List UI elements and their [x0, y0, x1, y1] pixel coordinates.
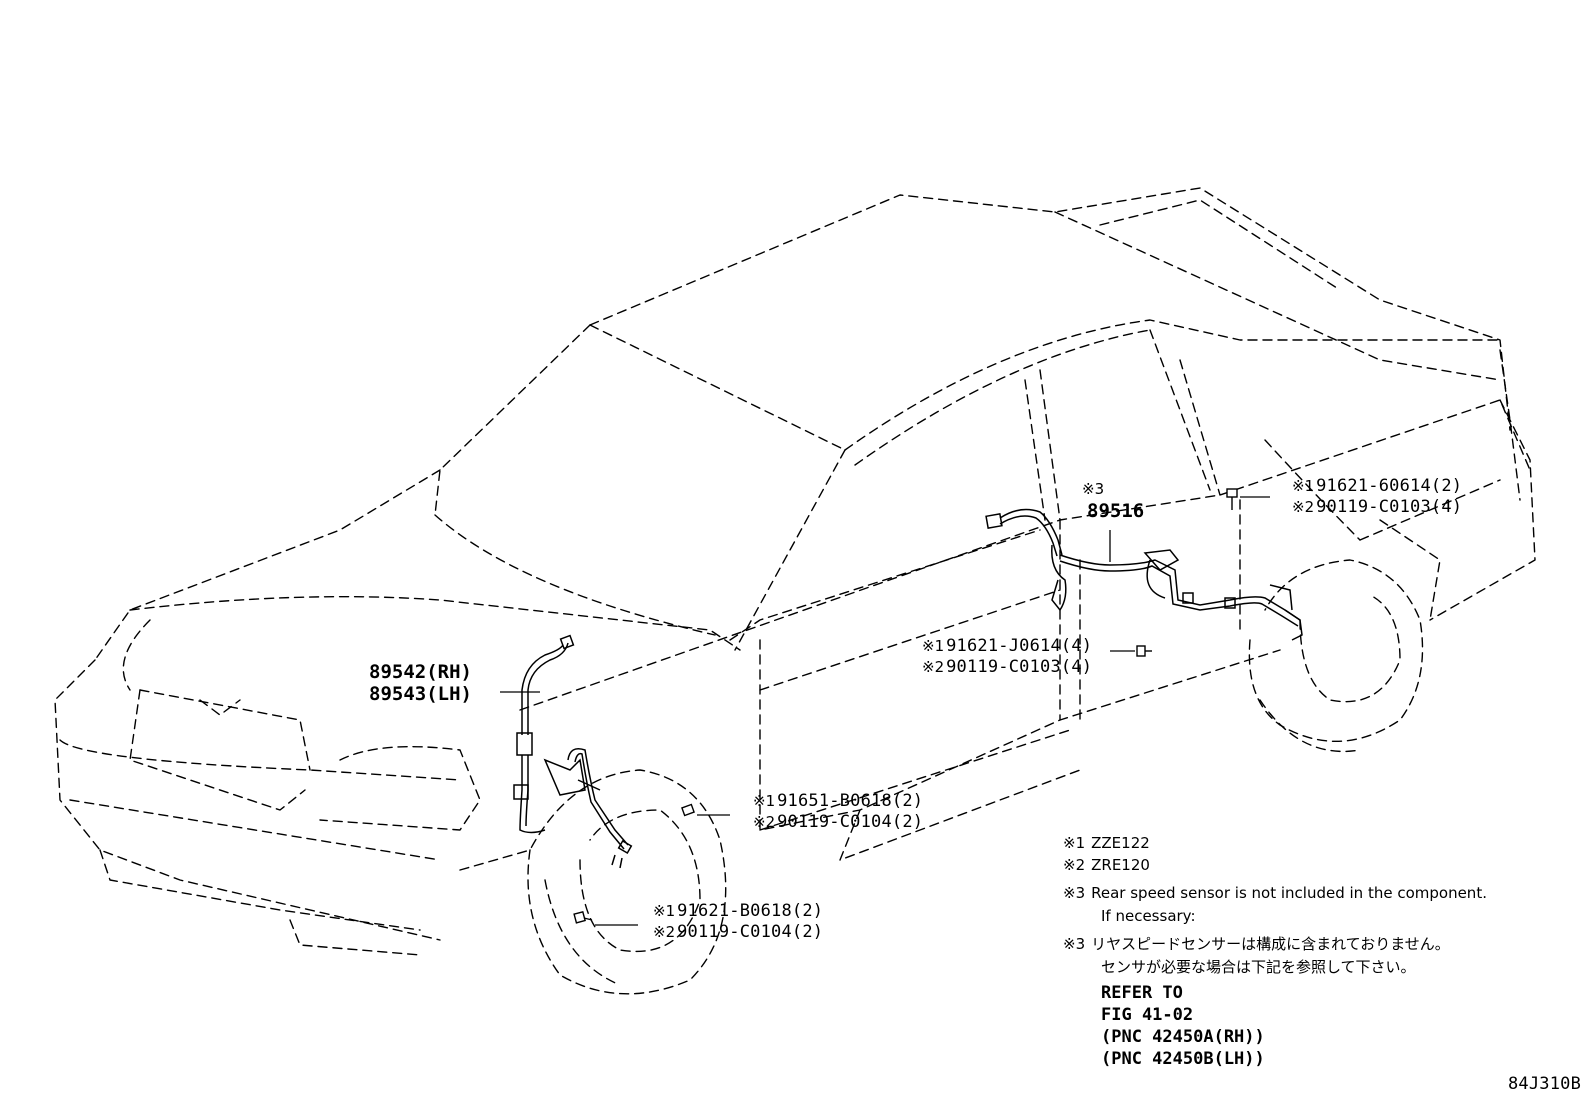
part-number: 91621-J0614(4) — [946, 636, 1093, 656]
note-3-line-2: If necessary: — [1101, 907, 1196, 925]
part-number: 90119-C0103(4) — [946, 657, 1093, 677]
part-number: 91621-B0618(2) — [677, 901, 824, 921]
sensor-connector-icon — [559, 634, 575, 650]
car-outline — [54, 187, 1536, 995]
leader-lines — [500, 496, 1270, 926]
part-number: 91651-B0618(2) — [777, 791, 924, 811]
front-speed-sensor — [513, 642, 633, 869]
note-mark: ※1 — [1063, 834, 1086, 852]
note-mark: ※2 — [1063, 856, 1086, 874]
rear-bolt-mid-callout-1: ※1 91621-J0614(4) — [922, 638, 1092, 655]
note-mark: ※2 — [922, 658, 945, 676]
part-number: 90119-C0104(2) — [677, 922, 824, 942]
note-3-jp: ※3 リヤスピードセンサーは構成に含まれておりません。 — [1063, 937, 1450, 952]
note-mark: ※1 — [753, 792, 776, 810]
bolt-icon — [573, 488, 1238, 924]
front-sensor-part-lh: 89543(LH) — [369, 683, 472, 705]
part-number: 90119-C0104(2) — [777, 812, 924, 832]
rear-speed-sensor — [985, 508, 1303, 641]
rear-sensor-part: 89516 — [1087, 500, 1145, 522]
note-mark: ※3 — [1063, 935, 1086, 953]
note-3: ※3 Rear speed sensor is not included in … — [1063, 886, 1487, 901]
note-text: ZRE120 — [1091, 856, 1150, 874]
note-mark: ※2 — [753, 813, 776, 831]
note-text: ZZE122 — [1091, 834, 1150, 852]
front-sensor-part-rh: 89542(RH) — [369, 661, 472, 683]
front-bolt-upper-callout-2: ※2 90119-C0104(2) — [753, 814, 923, 831]
front-bolt-lower-callout-1: ※1 91621-B0618(2) — [653, 903, 823, 920]
note-mark: ※1 — [1292, 477, 1315, 495]
front-bolt-upper-callout-1: ※1 91651-B0618(2) — [753, 793, 923, 810]
rear-sensor-mark: ※3 — [1082, 480, 1105, 498]
note-mark: ※2 — [653, 923, 676, 941]
part-number: 90119-C0103(4) — [1316, 497, 1463, 517]
note-text: Rear speed sensor is not included in the… — [1091, 884, 1487, 902]
note-text: リヤスピードセンサーは構成に含まれておりません。 — [1091, 935, 1450, 953]
front-bolt-lower-callout-2: ※2 90119-C0104(2) — [653, 924, 823, 941]
note-1: ※1 ZZE122 — [1063, 836, 1150, 851]
note-mark: ※1 — [653, 902, 676, 920]
note-mark: ※2 — [1292, 498, 1315, 516]
rear-bolt-upper-callout-2: ※2 90119-C0103(4) — [1292, 499, 1462, 516]
part-number: 91621-60614(2) — [1316, 476, 1463, 496]
rear-bolt-mid-callout-2: ※2 90119-C0103(4) — [922, 659, 1092, 676]
refer-line-4: (PNC 42450B(LH)) — [1101, 1049, 1265, 1069]
note-3-jp-line-2: センサが必要な場合は下記を参照して下さい。 — [1101, 958, 1416, 976]
note-mark: ※3 — [1063, 884, 1086, 902]
refer-line-2: FIG 41-02 — [1101, 1005, 1194, 1025]
note-2: ※2 ZRE120 — [1063, 858, 1150, 873]
rear-bolt-upper-callout-1: ※1 91621-60614(2) — [1292, 478, 1462, 495]
refer-line-1: REFER TO — [1101, 983, 1183, 1003]
refer-line-3: (PNC 42450A(RH)) — [1101, 1027, 1265, 1047]
figure-code: 84J310B — [1508, 1074, 1582, 1094]
note-mark: ※1 — [922, 637, 945, 655]
